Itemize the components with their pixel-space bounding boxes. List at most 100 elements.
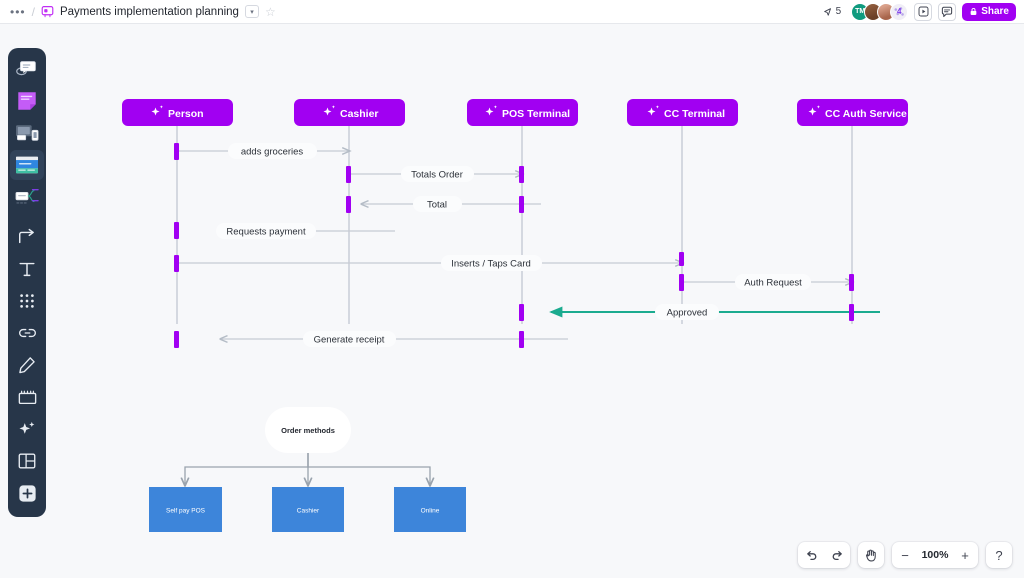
play-present-icon[interactable] <box>914 2 933 21</box>
tool-sticky-frame[interactable] <box>10 54 44 84</box>
message-requests-payment[interactable]: Requests payment <box>216 223 316 239</box>
activation-bar <box>679 274 684 291</box>
help-group: ? <box>986 542 1012 568</box>
activation-bar <box>174 331 179 348</box>
zoom-in-button[interactable]: + <box>961 547 969 563</box>
tool-layout[interactable] <box>10 446 44 476</box>
actor-cc-auth-service-label: CC Auth Service <box>825 108 907 120</box>
activation-bar <box>174 143 179 160</box>
avatar-group[interactable]: TM 4 <box>851 2 909 21</box>
tool-link[interactable] <box>10 318 44 348</box>
message-generate-receipt[interactable]: Generate receipt <box>303 331 396 347</box>
flow-node-self-pay-pos[interactable]: Self pay POS <box>149 487 222 532</box>
flow-node-cashier[interactable]: Cashier <box>272 487 344 532</box>
activation-bar <box>174 255 179 272</box>
flow-node-online-label: Online <box>421 508 440 515</box>
comment-icon[interactable] <box>938 2 957 21</box>
tool-mindmap[interactable] <box>10 182 44 212</box>
actor-pos-terminal[interactable]: POS Terminal <box>467 99 578 126</box>
lock-icon <box>970 8 977 15</box>
actor-pos-terminal-label: POS Terminal <box>502 108 570 120</box>
connector-left <box>185 453 309 486</box>
share-label: Share <box>981 6 1009 17</box>
message-inserts-taps-card[interactable]: Inserts / Taps Card <box>441 255 542 271</box>
redo-icon[interactable] <box>824 542 850 568</box>
tool-frame[interactable] <box>10 382 44 412</box>
tool-connector[interactable] <box>10 222 44 252</box>
flow-node-online[interactable]: Online <box>394 487 466 532</box>
message-totals-order-label: Totals Order <box>411 170 463 181</box>
bottom-controls: − 100% + ? <box>798 542 1012 568</box>
board-menu-button[interactable]: ••• <box>10 4 26 19</box>
zoom-level-label[interactable]: 100% <box>921 549 949 561</box>
cursor-count-label: 5 <box>835 6 842 17</box>
undo-icon[interactable] <box>798 542 824 568</box>
flow-root-order-methods[interactable]: Order methods <box>265 407 351 453</box>
zoom-group: − 100% + <box>892 542 978 568</box>
pan-group <box>858 542 884 568</box>
actor-cc-terminal-label: CC Terminal <box>664 108 725 120</box>
activation-bar <box>519 166 524 183</box>
diagram-svg: Person Cashier POS Terminal CC T <box>122 99 908 532</box>
history-group <box>798 542 850 568</box>
message-requests-payment-label: Requests payment <box>226 227 306 238</box>
share-button[interactable]: Share <box>962 2 1016 21</box>
messages <box>179 151 880 339</box>
actor-headers: Person Cashier POS Terminal CC T <box>122 99 908 126</box>
left-toolbar <box>8 48 46 517</box>
activation-bar <box>679 252 684 266</box>
message-auth-request[interactable]: Auth Request <box>735 274 811 290</box>
message-generate-receipt-label: Generate receipt <box>314 335 385 346</box>
help-button[interactable]: ? <box>995 547 1003 563</box>
tool-pen[interactable] <box>10 350 44 380</box>
actor-cashier-label: Cashier <box>340 108 379 120</box>
star-outline-icon[interactable]: ☆ <box>264 4 276 19</box>
flowchart: Order methods Self pay POS Cashier Onlin… <box>149 407 466 532</box>
tool-ai[interactable] <box>10 414 44 444</box>
tool-sticky-note[interactable] <box>10 86 44 116</box>
avatar-overflow[interactable]: 4 <box>890 2 909 21</box>
tool-apps[interactable] <box>10 286 44 316</box>
actor-person-label: Person <box>168 108 204 120</box>
tool-add[interactable] <box>10 478 44 508</box>
message-adds-groceries-label: adds groceries <box>241 147 304 158</box>
board-icon <box>41 5 54 18</box>
message-approved-label: Approved <box>667 308 708 319</box>
message-inserts-taps-card-label: Inserts / Taps Card <box>451 259 531 270</box>
flow-connectors <box>185 453 430 486</box>
message-auth-request-label: Auth Request <box>744 278 802 289</box>
message-total-label: Total <box>427 200 447 211</box>
actor-cc-terminal[interactable]: CC Terminal <box>627 99 738 126</box>
lifelines <box>176 100 853 324</box>
actor-cc-auth-service[interactable]: CC Auth Service <box>797 99 908 126</box>
message-total[interactable]: Total <box>413 196 462 212</box>
tool-devices[interactable] <box>10 118 44 148</box>
flow-node-self-pay-pos-label: Self pay POS <box>166 508 206 515</box>
activation-bar <box>519 331 524 348</box>
flow-root-label: Order methods <box>281 426 335 435</box>
hand-pan-icon[interactable] <box>858 542 884 568</box>
connector-right <box>307 453 430 486</box>
activation-bars <box>174 143 854 348</box>
activation-bar <box>519 196 524 213</box>
cursor-count-chip[interactable]: 5 <box>819 5 846 18</box>
activation-bar <box>346 196 351 213</box>
activation-bar <box>849 304 854 321</box>
tool-wireframe[interactable] <box>10 150 44 180</box>
message-totals-order[interactable]: Totals Order <box>401 166 474 182</box>
message-adds-groceries[interactable]: adds groceries <box>228 143 317 159</box>
activation-bar <box>346 166 351 183</box>
flow-node-cashier-label: Cashier <box>297 508 320 515</box>
tool-text[interactable] <box>10 254 44 284</box>
page-title[interactable]: Payments implementation planning <box>59 5 239 18</box>
activation-bar <box>849 274 854 291</box>
zoom-out-button[interactable]: − <box>901 547 909 563</box>
actor-person[interactable]: Person <box>122 99 233 126</box>
breadcrumb-separator: / <box>31 4 35 19</box>
message-approved[interactable]: Approved <box>655 304 719 320</box>
board-canvas[interactable]: Person Cashier POS Terminal CC T <box>0 24 1024 578</box>
activation-bar <box>519 304 524 321</box>
activation-bar <box>174 222 179 239</box>
chevron-down-icon[interactable]: ▾ <box>244 5 259 18</box>
actor-cashier[interactable]: Cashier <box>294 99 405 126</box>
